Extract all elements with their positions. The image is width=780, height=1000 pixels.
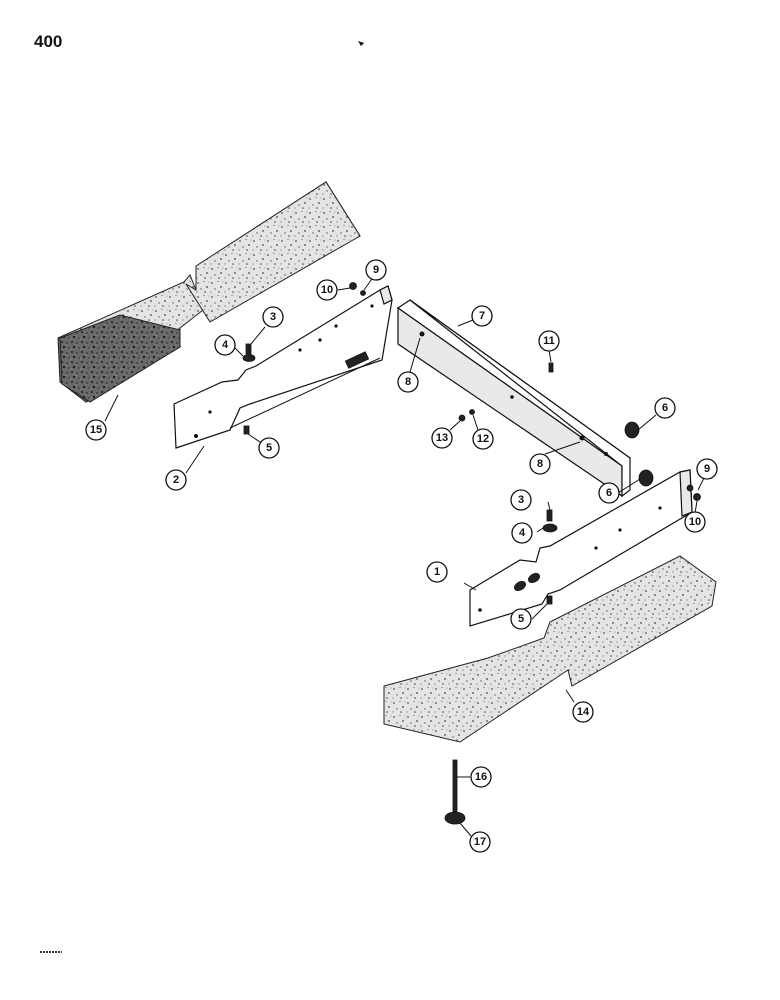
callout-16: 16 (470, 766, 492, 788)
callout-12: 12 (472, 428, 494, 450)
svg-text:6: 6 (662, 402, 668, 414)
callout-3b: 3 (510, 489, 532, 511)
foam-pad-14 (383, 555, 717, 743)
cross-beam-7 (396, 299, 631, 498)
side-bracket-2 (173, 285, 393, 449)
callout-10b: 10 (684, 511, 706, 533)
callout-6b: 6 (598, 482, 620, 504)
print-mark (358, 41, 364, 46)
svg-text:7: 7 (479, 310, 485, 322)
svg-text:1: 1 (434, 566, 440, 578)
callout-4b: 4 (511, 522, 533, 544)
svg-text:8: 8 (405, 376, 411, 388)
callout-3a: 3 (262, 306, 284, 328)
svg-text:2: 2 (173, 474, 179, 486)
svg-text:9: 9 (373, 264, 379, 276)
callout-8b: 8 (529, 453, 551, 475)
svg-text:12: 12 (477, 433, 489, 445)
callout-2: 2 (165, 469, 187, 491)
callout-14: 14 (572, 701, 594, 723)
callout-6a: 6 (654, 397, 676, 419)
svg-text:8: 8 (537, 458, 543, 470)
callout-17: 17 (469, 831, 491, 853)
svg-text:4: 4 (222, 339, 229, 351)
callout-1: 1 (426, 561, 448, 583)
callout-10a: 10 (316, 279, 338, 301)
svg-text:11: 11 (543, 335, 555, 347)
foam-pad-15 (57, 181, 361, 403)
svg-text:13: 13 (436, 432, 448, 444)
callout-11: 11 (538, 330, 560, 352)
svg-text:16: 16 (475, 771, 487, 783)
svg-text:5: 5 (266, 442, 272, 454)
callout-4a: 4 (214, 334, 236, 356)
side-bracket-1 (469, 469, 693, 627)
svg-text:10: 10 (321, 284, 333, 296)
leader-lines (104, 275, 706, 837)
svg-text:3: 3 (270, 311, 276, 323)
callout-7: 7 (471, 305, 493, 327)
svg-text:15: 15 (90, 424, 102, 436)
svg-text:17: 17 (474, 836, 486, 848)
svg-text:10: 10 (689, 516, 701, 528)
callout-9a: 9 (365, 259, 387, 281)
svg-text:14: 14 (577, 706, 590, 718)
latch-block (344, 351, 370, 369)
callout-15: 15 (85, 419, 107, 441)
page-number: 400 (34, 32, 63, 51)
callout-9b: 9 (696, 458, 718, 480)
callout-13: 13 (431, 427, 453, 449)
callout-5b: 5 (510, 608, 532, 630)
svg-text:4: 4 (519, 527, 526, 539)
callout-5a: 5 (258, 437, 280, 459)
callout-8a: 8 (397, 371, 419, 393)
hardware (242, 282, 701, 825)
svg-text:5: 5 (518, 613, 524, 625)
svg-text:3: 3 (518, 494, 524, 506)
svg-text:9: 9 (704, 463, 710, 475)
svg-text:6: 6 (606, 487, 612, 499)
